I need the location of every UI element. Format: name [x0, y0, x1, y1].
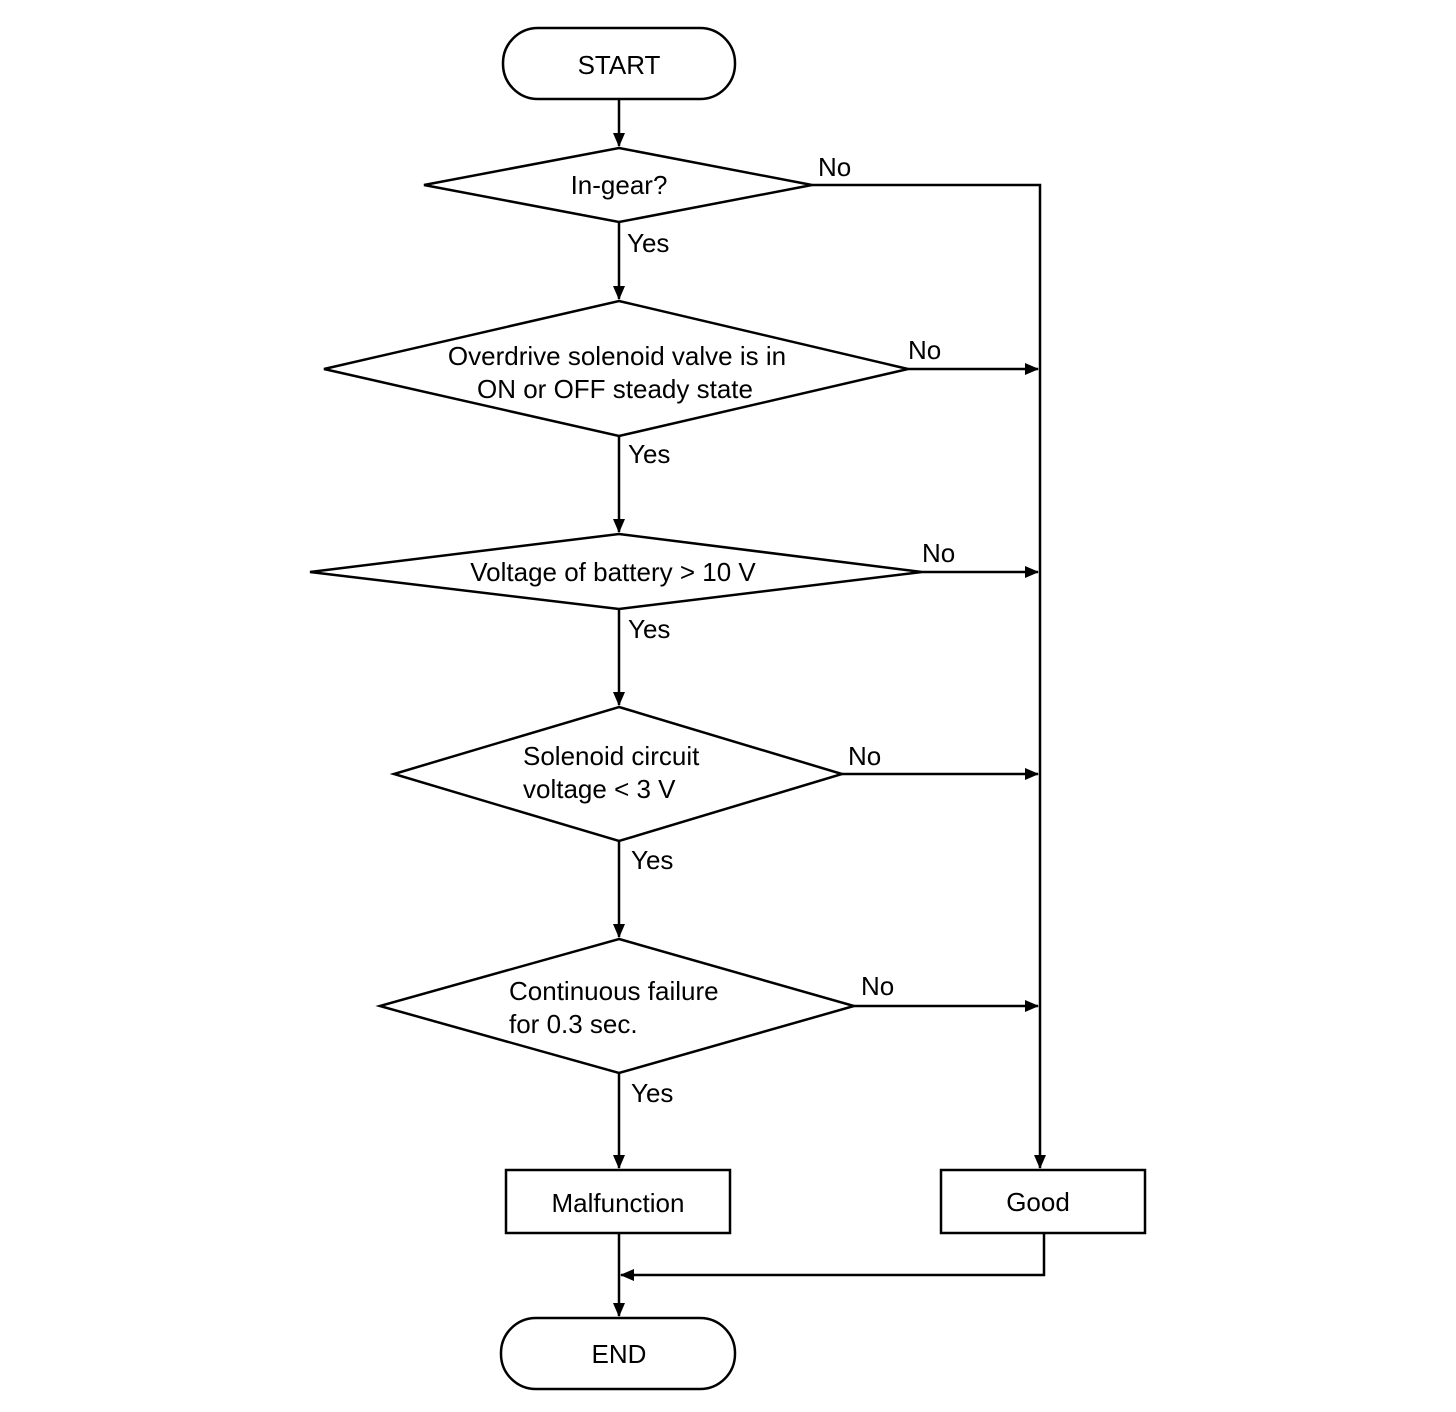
- malfunction-label: Malfunction: [552, 1188, 685, 1218]
- good-box: Good: [939, 1168, 1147, 1235]
- decision-continuous-failure-line-2: for 0.3 sec.: [509, 1009, 638, 1039]
- circuit-voltage-yes-label: Yes: [631, 845, 673, 875]
- in-gear-yes-label: Yes: [627, 228, 669, 258]
- solenoid-state-yes-label: Yes: [628, 439, 670, 469]
- battery-voltage-yes-label: Yes: [628, 614, 670, 644]
- continuous-failure-yes-label: Yes: [631, 1078, 673, 1108]
- decision-circuit-voltage: Solenoid circuit voltage < 3 V: [389, 705, 847, 843]
- decision-continuous-failure-line-1: Continuous failure: [509, 976, 719, 1006]
- end-terminal: END: [499, 1316, 737, 1391]
- decision-solenoid-state-line-2: ON or OFF steady state: [477, 374, 753, 404]
- decision-solenoid-state: Overdrive solenoid valve is in ON or OFF…: [323, 299, 909, 438]
- start-terminal: START: [501, 26, 737, 101]
- decision-circuit-voltage-line-1: Solenoid circuit: [523, 741, 700, 771]
- decision-battery-voltage: Voltage of battery > 10 V: [309, 532, 923, 611]
- good-label: Good: [1006, 1187, 1070, 1217]
- solenoid-state-no-label: No: [908, 335, 941, 365]
- arrow-good-to-end: [620, 1233, 1046, 1281]
- decision-circuit-voltage-line-2: voltage < 3 V: [523, 774, 676, 804]
- arrow-in-gear-no-to-good: [812, 183, 1046, 1169]
- decision-in-gear: In-gear?: [423, 146, 813, 224]
- decision-solenoid-state-line-1: Overdrive solenoid valve is in: [448, 341, 786, 371]
- battery-voltage-no-label: No: [922, 538, 955, 568]
- continuous-failure-no-label: No: [861, 971, 894, 1001]
- in-gear-no-label: No: [818, 152, 851, 182]
- decision-continuous-failure: Continuous failure for 0.3 sec.: [375, 937, 859, 1075]
- start-label: START: [578, 50, 661, 80]
- decision-battery-voltage-label: Voltage of battery > 10 V: [470, 557, 756, 587]
- end-label: END: [592, 1339, 647, 1369]
- malfunction-box: Malfunction: [504, 1168, 732, 1235]
- circuit-voltage-no-label: No: [848, 741, 881, 771]
- decision-in-gear-label: In-gear?: [571, 170, 668, 200]
